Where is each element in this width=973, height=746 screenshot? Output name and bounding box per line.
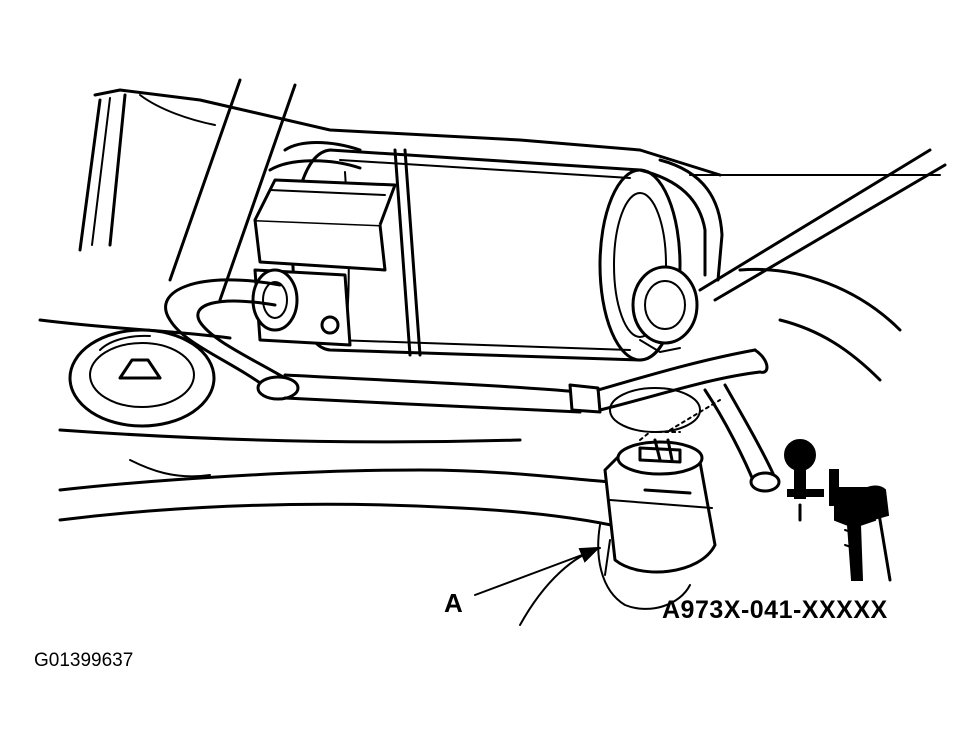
tool-part-number: A973X-041-XXXXX bbox=[662, 596, 888, 624]
purge-valve bbox=[251, 268, 352, 347]
figure-id: G01399637 bbox=[34, 650, 134, 671]
two-way-valve bbox=[631, 265, 699, 353]
canister-bracket bbox=[253, 178, 397, 272]
callout-a-arrow bbox=[474, 546, 601, 626]
canister-filter-a bbox=[597, 438, 717, 610]
filter-hose bbox=[609, 383, 781, 493]
vapor-pipe bbox=[283, 348, 769, 414]
left-mount-grommet bbox=[68, 328, 216, 428]
callout-label-a: A bbox=[444, 588, 463, 618]
left-vapor-hose bbox=[164, 278, 300, 401]
upper-vapor-hose bbox=[268, 141, 724, 282]
vacuum-pump-tool-icon bbox=[784, 439, 892, 582]
chassis-frame bbox=[38, 78, 947, 530]
